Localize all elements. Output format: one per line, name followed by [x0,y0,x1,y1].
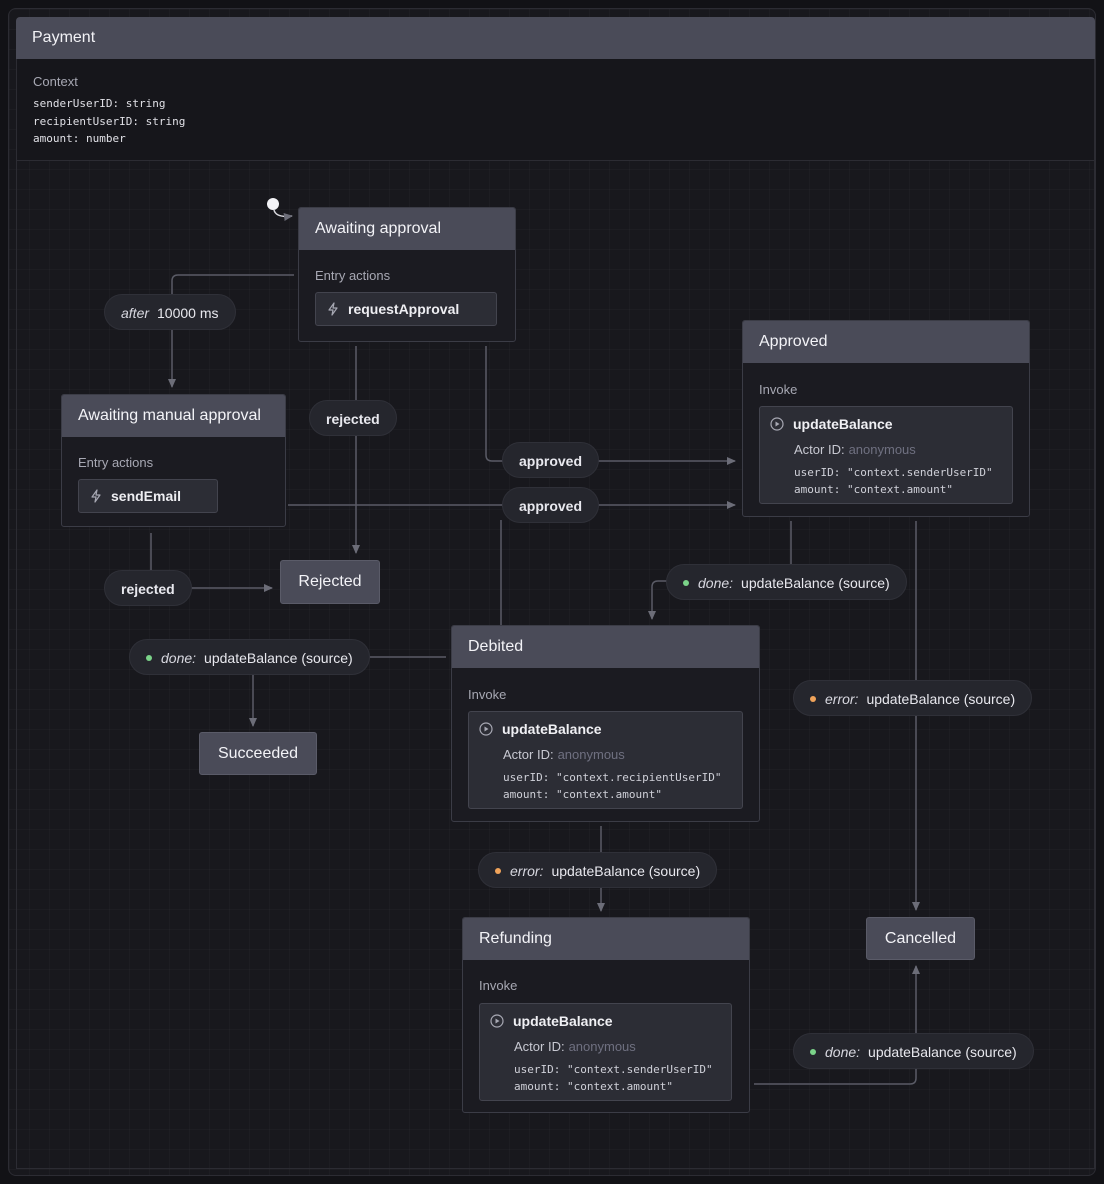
transition-keyword: error: [510,863,544,879]
state-title: Debited [452,626,759,668]
context-line: senderUserID: string [33,97,166,110]
invoke-param: amount: "context.amount" [503,788,662,801]
state-awaiting-manual-approval[interactable]: Awaiting manual approval Entry actions s… [61,394,286,527]
invoke-actor[interactable]: updateBalance Actor ID:anonymous userID:… [479,1003,732,1101]
invoke-param: amount: "context.amount" [514,1080,673,1093]
entry-actions-label: Entry actions [315,268,391,283]
transition-event: updateBalance (source) [551,863,701,879]
transition-done[interactable]: done: updateBalance (source) [666,564,907,600]
done-dot-icon [810,1049,816,1056]
transition-event: updateBalance (source) [204,650,353,666]
actor-id-row: Actor ID:anonymous [514,1039,636,1054]
state-awaiting-approval[interactable]: Awaiting approval Entry actions requestA… [298,207,516,342]
action-name: requestApproval [348,301,460,317]
transition-keyword: done: [825,1044,861,1060]
state-title: Refunding [463,918,749,960]
transition-event: updateBalance (source) [868,1044,1017,1060]
invoke-param: userID: "context.senderUserID" [794,466,993,479]
machine-title: Payment [32,29,96,46]
invoke-label: Invoke [479,978,518,993]
play-circle-icon [479,722,493,736]
transition-keyword: after [121,305,150,321]
edge-done-approved [648,521,792,620]
state-title: Awaiting approval [299,208,515,250]
machine-header[interactable]: Payment [16,17,1095,59]
invoke-actor[interactable]: updateBalance Actor ID:anonymous userID:… [759,406,1013,504]
invoke-name: updateBalance [793,416,893,432]
actor-id-row: Actor ID:anonymous [503,747,625,762]
transition-done[interactable]: done: updateBalance (source) [793,1033,1034,1069]
state-title: Awaiting manual approval [62,395,285,437]
invoke-label: Invoke [468,687,507,702]
edge-done-refunding [754,965,920,1085]
edge-after [168,274,294,388]
transition-keyword: done: [161,650,197,666]
transition-rejected[interactable]: rejected [104,570,192,606]
transition-approved[interactable]: approved [502,487,600,523]
state-title: Approved [743,321,1029,363]
transition-event: updateBalance (source) [741,575,890,591]
actor-id-row: Actor ID:anonymous [794,442,916,457]
context-line: recipientUserID: string [33,115,186,128]
actor-id-value: anonymous [568,1039,636,1054]
entry-action[interactable]: requestApproval [315,292,497,326]
entry-actions-label: Entry actions [78,455,154,470]
transition-delay: 10000 ms [157,305,219,321]
lightning-icon [91,489,101,503]
transition-rejected[interactable]: rejected [309,400,397,436]
transition-approved[interactable]: approved [502,442,600,478]
transition-keyword: done: [698,575,734,591]
state-rejected[interactable]: Rejected [280,560,380,604]
error-dot-icon [495,868,501,875]
invoke-actor[interactable]: updateBalance Actor ID:anonymous userID:… [468,711,743,809]
play-circle-icon [770,417,784,431]
transition-error[interactable]: error: updateBalance (source) [793,680,1033,716]
done-dot-icon [683,580,689,587]
context-label: Context [33,74,78,89]
machine-body [16,161,1095,1169]
context-panel: Context senderUserID: string recipientUs… [16,59,1095,161]
state-succeeded[interactable]: Succeeded [199,732,317,775]
error-dot-icon [810,696,816,703]
edge-approved-1 [485,346,736,465]
transition-error[interactable]: error: updateBalance (source) [478,852,718,888]
actor-id-label: Actor ID: [503,747,554,762]
initial-state-dot [267,198,279,210]
lightning-icon [328,302,338,316]
actor-id-label: Actor ID: [514,1039,565,1054]
invoke-label: Invoke [759,382,798,397]
transition-keyword: error: [825,691,859,707]
actor-id-value: anonymous [848,442,916,457]
state-debited[interactable]: Debited Invoke updateBalance Actor ID:an… [451,625,760,822]
state-approved[interactable]: Approved Invoke updateBalance Actor ID:a… [742,320,1030,517]
action-name: sendEmail [111,488,182,504]
edge-initial [273,209,293,221]
invoke-param: amount: "context.amount" [794,483,953,496]
actor-id-value: anonymous [557,747,625,762]
invoke-param: userID: "context.senderUserID" [514,1063,713,1076]
state-cancelled[interactable]: Cancelled [866,917,975,960]
transition-event: updateBalance (source) [866,691,1016,707]
invoke-param: userID: "context.recipientUserID" [503,771,722,784]
transition-done[interactable]: done: updateBalance (source) [129,639,370,675]
state-refunding[interactable]: Refunding Invoke updateBalance Actor ID:… [462,917,750,1113]
play-circle-icon [490,1014,504,1028]
invoke-name: updateBalance [513,1013,613,1029]
actor-id-label: Actor ID: [794,442,845,457]
entry-action[interactable]: sendEmail [78,479,218,513]
transition-after[interactable]: after 10000 ms [104,294,236,330]
context-line: amount: number [33,132,126,145]
canvas-frame [8,8,1096,1176]
done-dot-icon [146,655,152,662]
invoke-name: updateBalance [502,721,602,737]
